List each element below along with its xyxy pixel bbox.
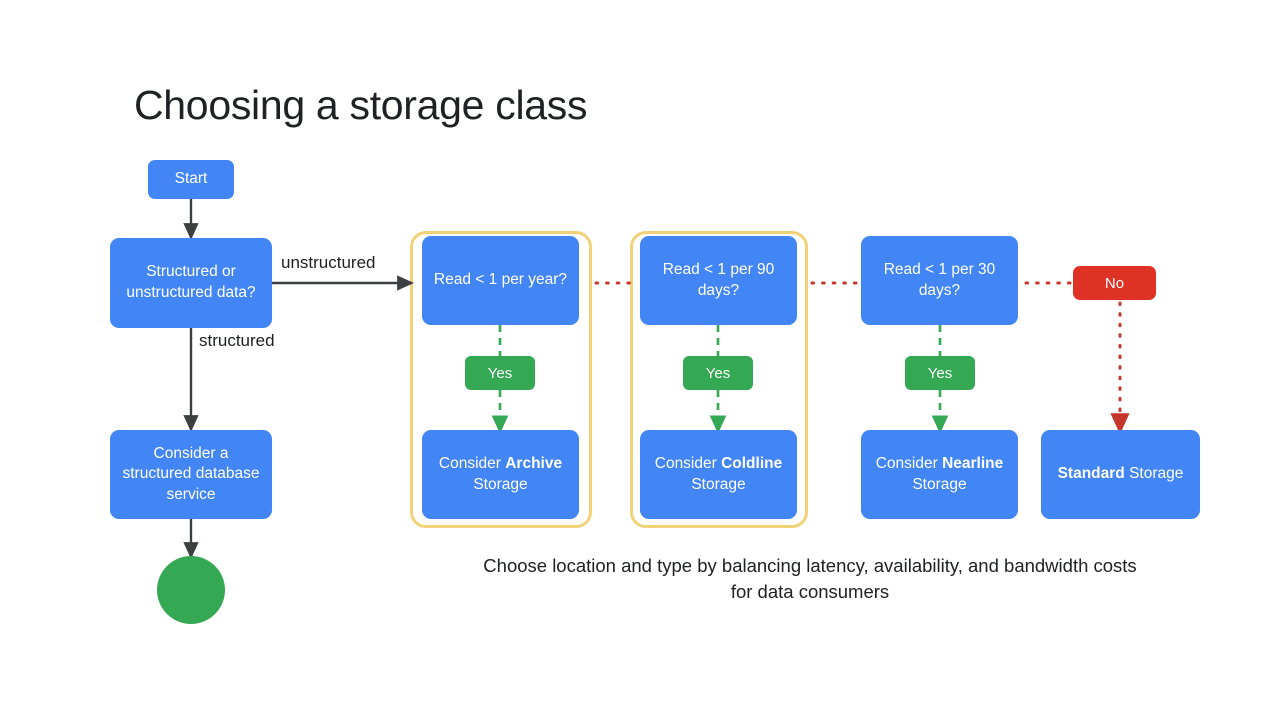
chip-yes-coldline[interactable]: Yes [683,356,753,390]
node-question-archive-label: Read < 1 per year? [433,271,568,289]
chip-yes-nearline[interactable]: Yes [905,356,975,390]
node-question-nearline-label: Read < 1 per 30 days? [883,260,996,299]
edge-label-structured: structured [199,331,275,350]
result-nearline-bold: Nearline [942,454,1004,472]
node-result-nearline[interactable]: Consider Nearline Storage [861,430,1018,519]
node-result-coldline[interactable]: Consider Coldline Storage [640,430,797,519]
result-archive-bold: Archive [505,454,563,472]
result-nearline-suffix: Storage [912,475,967,493]
node-question-coldline[interactable]: Read < 1 per 90 days? [640,236,797,325]
result-archive-suffix: Storage [473,475,528,493]
result-standard-suffix: Storage [1124,465,1184,483]
chip-yes-coldline-label: Yes [705,364,731,382]
node-data-type-decision[interactable]: Structured or unstructured data? [110,238,272,328]
chip-yes-nearline-label: Yes [927,364,953,382]
caption: Choose location and type by balancing la… [400,553,1220,606]
node-result-archive[interactable]: Consider Archive Storage [422,430,579,519]
highlight-frame-coldline [630,231,808,528]
node-question-archive[interactable]: Read < 1 per year? [422,236,579,325]
result-coldline-prefix: Consider [654,454,722,472]
node-result-nearline-label: Consider Nearline Storage [869,454,1010,495]
node-result-standard[interactable]: Standard Storage [1041,430,1200,519]
node-question-nearline[interactable]: Read < 1 per 30 days? [861,236,1018,325]
result-archive-prefix: Consider [438,454,506,472]
highlight-frame-archive [410,231,592,528]
node-result-standard-label: Standard Storage [1058,464,1184,485]
node-result-archive-label: Consider Archive Storage [430,454,571,495]
node-question-coldline-label: Read < 1 per 90 days? [662,260,775,299]
caption-line-2: for data consumers [730,581,890,603]
node-start[interactable]: Start [148,160,234,199]
node-structured-database-service[interactable]: Consider a structured database service [110,430,272,519]
result-coldline-suffix: Storage [691,475,746,493]
node-structured-database-service-label: Consider a structured database service [122,444,260,503]
node-terminator-end[interactable] [157,556,225,624]
chip-yes-archive[interactable]: Yes [465,356,535,390]
node-start-label: Start [174,170,208,188]
caption-line-1: Choose location and type by balancing la… [483,555,1137,576]
node-result-coldline-label: Consider Coldline Storage [648,454,789,495]
node-data-type-decision-label: Structured or unstructured data? [126,263,256,301]
result-nearline-prefix: Consider [875,454,943,472]
chip-yes-archive-label: Yes [487,364,513,382]
result-coldline-bold: Coldline [721,454,783,472]
page-title: Choosing a storage class [134,82,588,128]
edge-label-unstructured: unstructured [281,253,376,272]
chip-no[interactable]: No [1073,266,1156,300]
result-standard-bold: Standard [1057,465,1125,483]
chip-no-label: No [1104,274,1125,292]
